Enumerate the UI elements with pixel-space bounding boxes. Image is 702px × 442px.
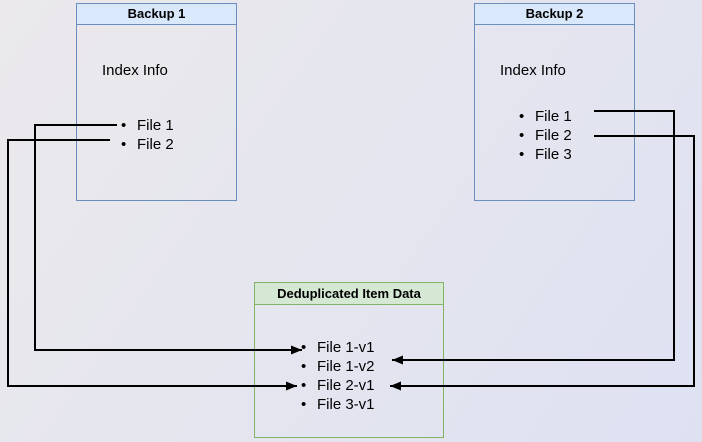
bullet-icon: • (301, 396, 307, 413)
list-item: • File 1 (121, 116, 174, 135)
list-item-label: File 3-v1 (317, 396, 375, 413)
bullet-icon: • (121, 136, 127, 153)
list-item-label: File 2 (137, 136, 174, 153)
deduplicated-item-data-box: Deduplicated Item Data • File 1-v1 • File … (254, 282, 444, 438)
list-item-label: File 2 (535, 127, 572, 144)
backup2-box: Backup 2 Index Info • File 1 • File 2 • Fil… (474, 3, 635, 201)
list-item-label: File 2-v1 (317, 377, 375, 394)
list-item: • File 3 (519, 145, 572, 164)
backup2-file-list: • File 1 • File 2 • File 3 (519, 107, 572, 164)
bullet-icon: • (301, 358, 307, 375)
dedup-header: Deduplicated Item Data (255, 283, 443, 305)
backup1-box: Backup 1 Index Info • File 1 • File 2 (76, 3, 237, 201)
bullet-icon: • (519, 108, 525, 125)
backup2-header: Backup 2 (475, 4, 634, 25)
bullet-icon: • (519, 127, 525, 144)
list-item: • File 3-v1 (301, 395, 375, 414)
list-item-label: File 1-v1 (317, 339, 375, 356)
list-item-label: File 1-v2 (317, 358, 375, 375)
bullet-icon: • (519, 146, 525, 163)
list-item: • File 2 (519, 126, 572, 145)
dedup-file-list: • File 1-v1 • File 1-v2 • File 2-v1 • File 3… (301, 338, 375, 414)
list-item: • File 1-v2 (301, 357, 375, 376)
list-item: • File 1 (519, 107, 572, 126)
list-item: • File 2 (121, 135, 174, 154)
list-item: • File 1-v1 (301, 338, 375, 357)
backup2-index-info-label: Index Info (500, 62, 566, 79)
list-item-label: File 1 (137, 117, 174, 134)
bullet-icon: • (121, 117, 127, 134)
list-item-label: File 3 (535, 146, 572, 163)
bullet-icon: • (301, 377, 307, 394)
backup1-index-info-label: Index Info (102, 62, 168, 79)
bullet-icon: • (301, 339, 307, 356)
backup1-file-list: • File 1 • File 2 (121, 116, 174, 154)
list-item: • File 2-v1 (301, 376, 375, 395)
list-item-label: File 1 (535, 108, 572, 125)
backup1-header: Backup 1 (77, 4, 236, 25)
